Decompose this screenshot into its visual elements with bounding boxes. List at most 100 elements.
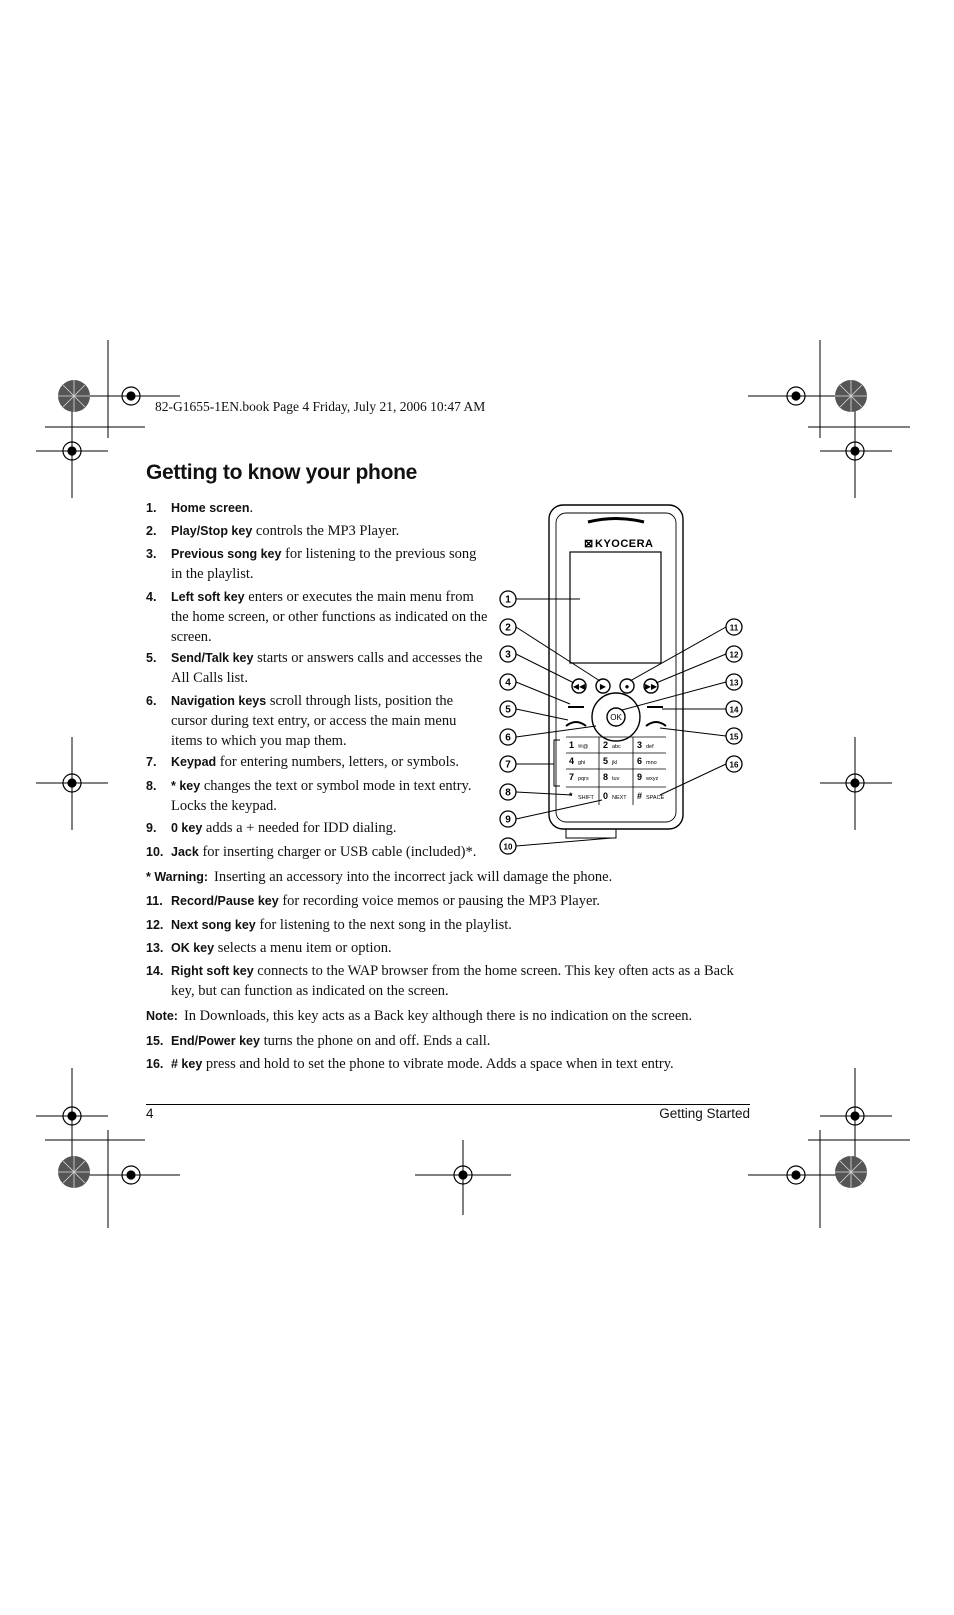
item-text: for listening to the next song in the pl… xyxy=(255,917,512,933)
callout-circle xyxy=(499,810,517,828)
item-key: * key xyxy=(171,779,201,793)
item-number: 12. xyxy=(146,918,164,932)
note-label: Note: xyxy=(146,1009,178,1023)
callout-number: 6 xyxy=(505,733,511,744)
callout-circle xyxy=(499,645,517,663)
list-item: 8. * key changes the text or symbol mode… xyxy=(146,776,481,816)
brand-logo: KYOCERA xyxy=(595,538,654,550)
keypad-key-number: 5 xyxy=(603,756,608,766)
list-item: 11. Record/Pause key for recording voice… xyxy=(146,891,751,911)
item-text: . xyxy=(249,500,254,516)
item-text: for entering numbers, letters, or symbol… xyxy=(216,754,459,770)
item-text: turns the phone on and off. Ends a call. xyxy=(259,1033,491,1049)
list-item: 6. Navigation keys scroll through lists,… xyxy=(146,691,471,751)
item-key: Navigation keys xyxy=(171,694,267,708)
item-text: for listening to the previous song in th… xyxy=(171,546,477,582)
callout-circle xyxy=(725,727,743,745)
note: Note: In Downloads, this key acts as a Ba… xyxy=(146,1006,692,1026)
svg-text:▶: ▶ xyxy=(600,682,607,691)
item-key: Jack xyxy=(171,845,199,859)
list-item: 14. Right soft key connects to the WAP b… xyxy=(146,961,751,1001)
svg-text:◀◀: ◀◀ xyxy=(573,682,586,691)
keypad-key-letters: mno xyxy=(646,760,657,766)
keypad-key-number: 6 xyxy=(637,756,642,766)
keypad-key-letters: tuv xyxy=(612,776,620,782)
keypad-key-letters: jkl xyxy=(611,760,617,766)
note-text: In Downloads, this key acts as a Back ke… xyxy=(183,1008,693,1024)
callout-number: 7 xyxy=(505,760,511,771)
callout-circle xyxy=(725,645,743,663)
callout-number: 10 xyxy=(504,843,513,852)
brand-icon: ⊠ xyxy=(584,538,593,550)
keypad-key-letters: ghi xyxy=(578,760,585,766)
list-item: 7. Keypad for entering numbers, letters,… xyxy=(146,752,491,772)
callout-circle xyxy=(499,673,517,691)
item-number: 10. xyxy=(146,845,164,859)
item-number: 1. xyxy=(146,501,157,515)
svg-text:●: ● xyxy=(625,682,630,691)
list-item: 12. Next song key for listening to the n… xyxy=(146,915,751,935)
callout-number: 1 xyxy=(505,595,511,606)
list-item: 15. End/Power key turns the phone on and… xyxy=(146,1031,751,1051)
nav-ring xyxy=(591,692,641,742)
phone-screen xyxy=(569,551,662,664)
warning-note: * Warning: Inserting an accessory into th… xyxy=(146,867,612,887)
callout-number: 5 xyxy=(505,705,511,716)
list-item: 10. Jack for inserting charger or USB ca… xyxy=(146,842,501,862)
keypad-key-number: 0 xyxy=(603,791,608,801)
callout-number: 8 xyxy=(505,788,511,799)
section-name: Getting Started xyxy=(659,1106,750,1121)
page-title: Getting to know your phone xyxy=(146,461,418,484)
item-number: 4. xyxy=(146,590,157,604)
warning-text: Inserting an accessory into the incorrec… xyxy=(214,869,613,885)
item-number: 15. xyxy=(146,1034,164,1048)
keypad-key-number: 4 xyxy=(569,756,574,766)
callout-circle xyxy=(499,728,517,746)
callout-circle xyxy=(499,700,517,718)
list-item: 13. OK key selects a menu item or option… xyxy=(146,938,751,958)
item-text: changes the text or symbol mode in text … xyxy=(171,778,472,814)
list-item: 9. 0 key adds a + needed for IDD dialing… xyxy=(146,818,491,838)
footer-rule xyxy=(146,1104,750,1105)
item-key: Previous song key xyxy=(171,547,282,561)
item-number: 16. xyxy=(146,1057,164,1071)
item-text: starts or answers calls and accesses the… xyxy=(171,650,483,686)
keypad-key-letters: abc xyxy=(612,744,621,750)
item-number: 5. xyxy=(146,651,157,665)
item-key: OK key xyxy=(171,941,215,955)
item-number: 3. xyxy=(146,547,157,561)
callout-circle xyxy=(499,618,517,636)
keypad-key-number: 8 xyxy=(603,772,608,782)
keypad-key-number: * xyxy=(569,791,573,801)
item-number: 2. xyxy=(146,524,157,538)
item-key: Play/Stop key xyxy=(171,524,253,538)
item-text: scroll through lists, position the curso… xyxy=(171,693,457,749)
keypad-key-number: 1 xyxy=(569,740,574,750)
earpiece xyxy=(587,517,645,524)
item-number: 13. xyxy=(146,941,164,955)
keypad-key-number: 2 xyxy=(603,740,608,750)
ok-key xyxy=(606,707,626,727)
callout-number: 4 xyxy=(505,678,511,689)
item-number: 7. xyxy=(146,755,157,769)
callout-circle xyxy=(499,783,517,801)
warning-label: * Warning: xyxy=(146,870,209,884)
item-number: 9. xyxy=(146,821,157,835)
keypad-key-number: 7 xyxy=(569,772,574,782)
item-key: Keypad xyxy=(171,755,217,769)
callout-circle xyxy=(725,755,743,773)
list-item: 1. Home screen. xyxy=(146,498,491,518)
item-text: connects to the WAP browser from the hom… xyxy=(171,963,734,999)
item-text: enters or executes the main menu from th… xyxy=(171,589,488,645)
keypad-key-letters: SHIFT xyxy=(578,795,595,801)
ok-label: OK xyxy=(610,713,622,722)
item-key: End/Power key xyxy=(171,1034,260,1048)
list-item: 16. # key press and hold to set the phon… xyxy=(146,1054,751,1074)
item-text: adds a + needed for IDD dialing. xyxy=(202,820,397,836)
keypad-key-letters: NEXT xyxy=(612,795,627,801)
callout-circle xyxy=(725,673,743,691)
item-text: for recording voice memos or pausing the… xyxy=(278,893,601,909)
